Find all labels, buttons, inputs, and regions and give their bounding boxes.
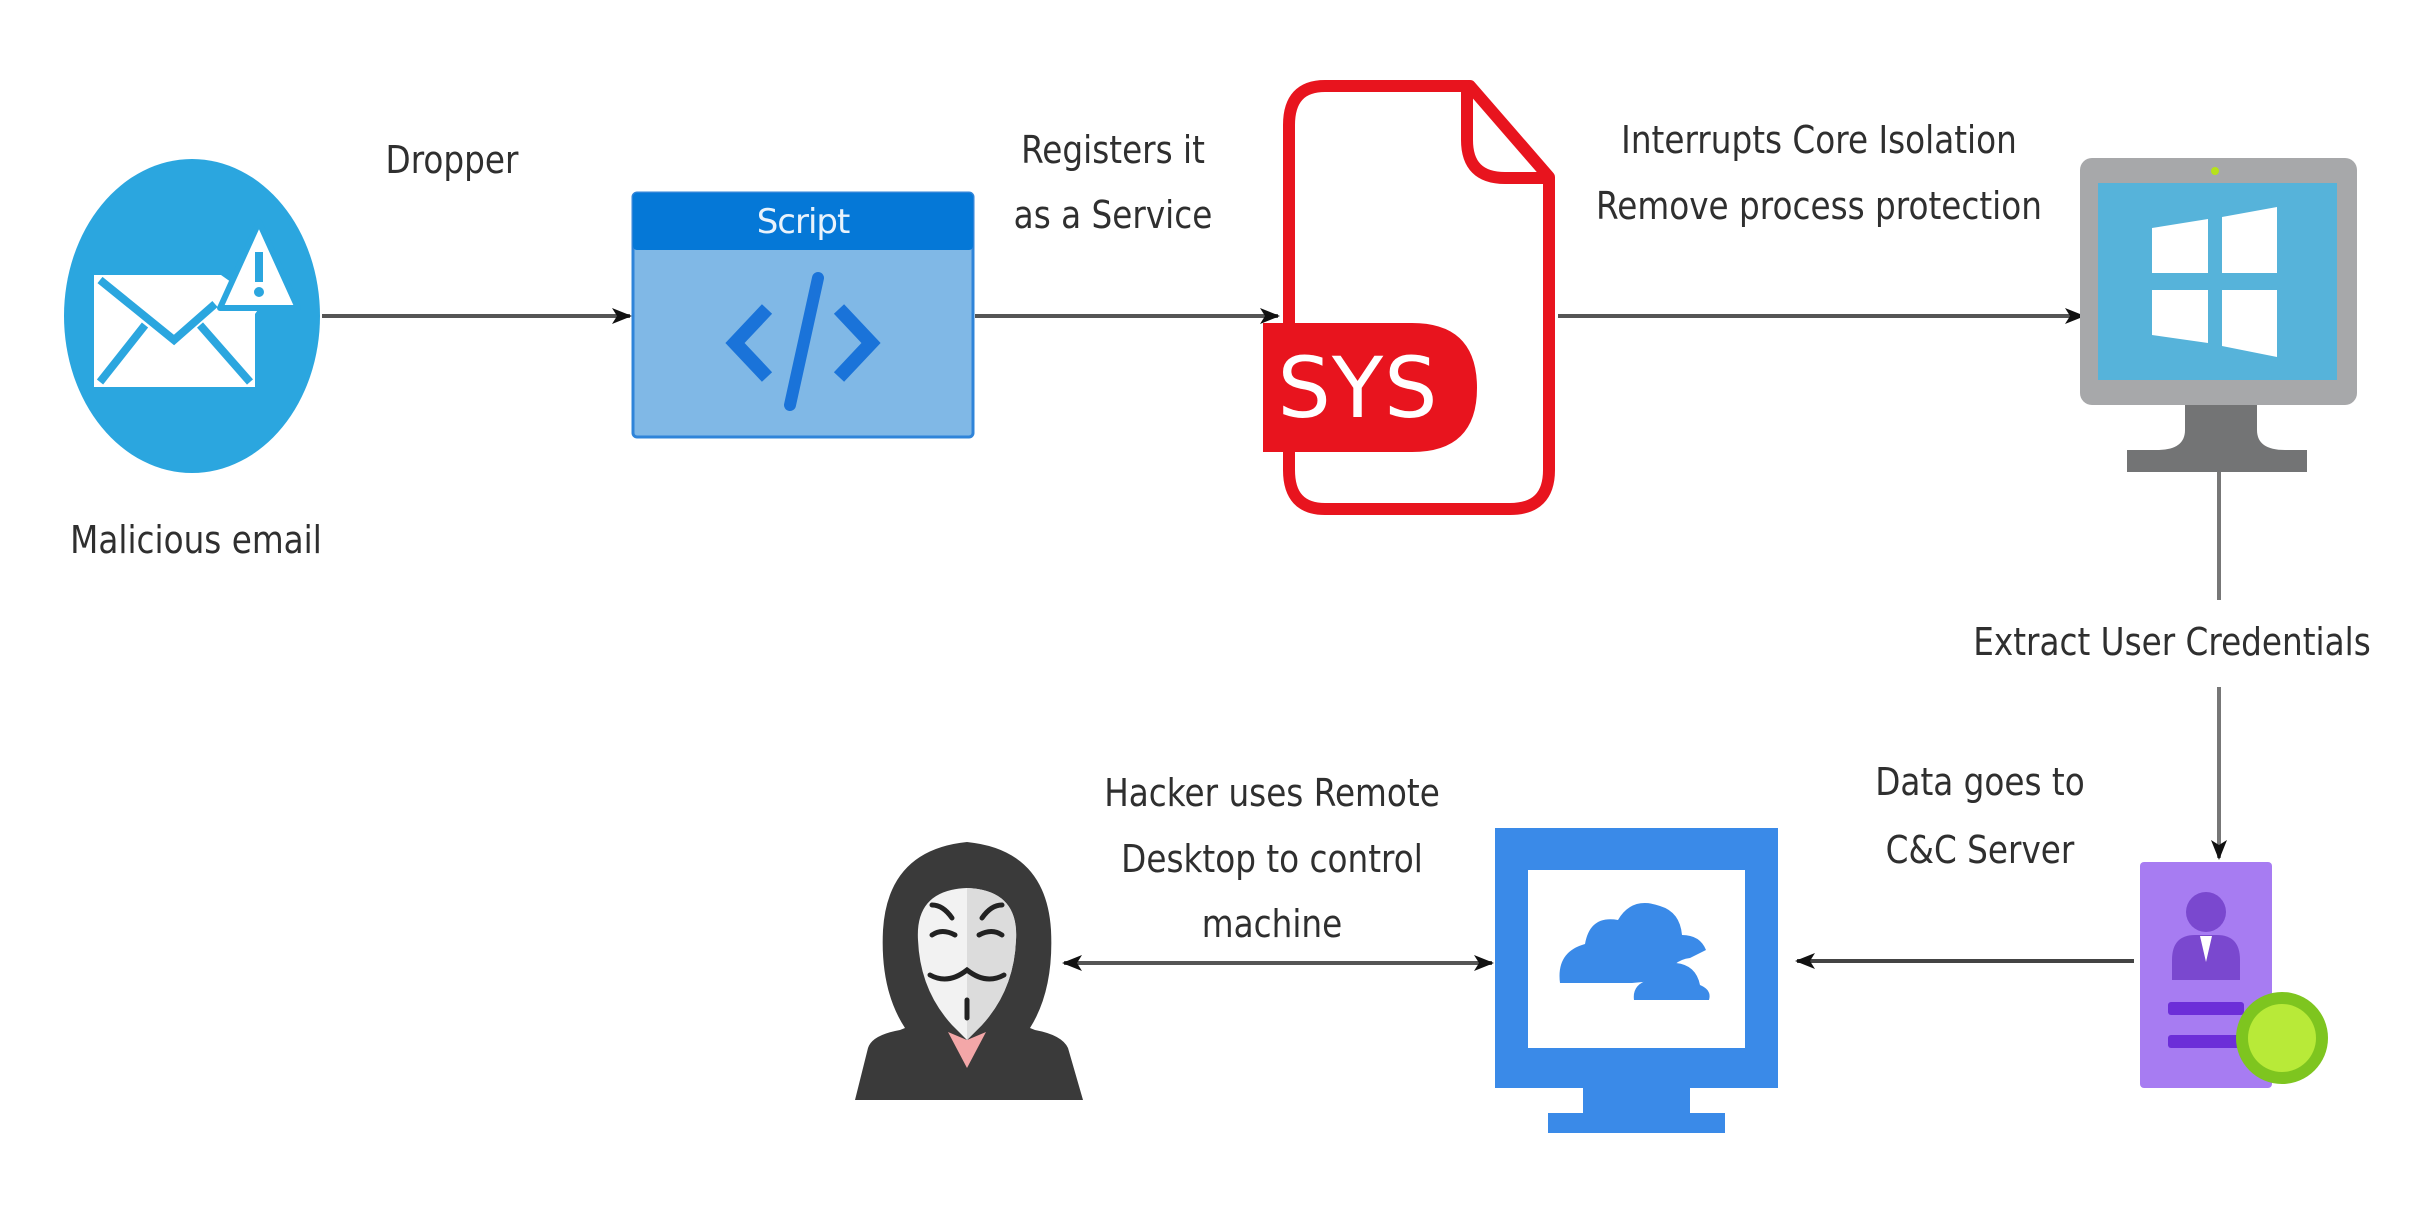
data-goes-label-line1: Data goes to (1875, 760, 2085, 804)
script-title: Script (756, 201, 851, 242)
code-icon (725, 272, 881, 411)
cloud-monitor-icon (1495, 828, 1778, 1133)
sys-badge-label: SYS (1277, 338, 1439, 437)
extract-credentials-label: Extract User Credentials (1973, 620, 2371, 664)
remote-desktop-label-line3: machine (1201, 902, 1343, 946)
data-goes-label-line2: C&C Server (1885, 828, 2075, 872)
remote-desktop-label-line2: Desktop to control (1121, 837, 1423, 881)
user-credential-card-icon (2140, 862, 2328, 1088)
anonymous-hacker-icon (855, 842, 1083, 1100)
registers-label-line2: as a Service (1013, 193, 1213, 237)
interrupts-label-line1: Interrupts Core Isolation (1621, 118, 2017, 162)
remote-desktop-label-line1: Hacker uses Remote (1104, 771, 1440, 815)
cloud-icon (1559, 903, 1710, 1000)
script-window-icon (631, 191, 975, 439)
malicious-email-label: Malicious email (70, 518, 322, 562)
windows-monitor-icon (2080, 158, 2357, 472)
windows-logo-icon (2152, 207, 2277, 357)
registers-label-line1: Registers it (1021, 128, 1205, 172)
sys-file-icon (1263, 80, 1555, 515)
seal-badge-icon (2236, 992, 2328, 1084)
dropper-label: Dropper (385, 138, 519, 182)
email-warning-icon (64, 159, 320, 473)
interrupts-label-line2: Remove process protection (1596, 184, 2042, 228)
